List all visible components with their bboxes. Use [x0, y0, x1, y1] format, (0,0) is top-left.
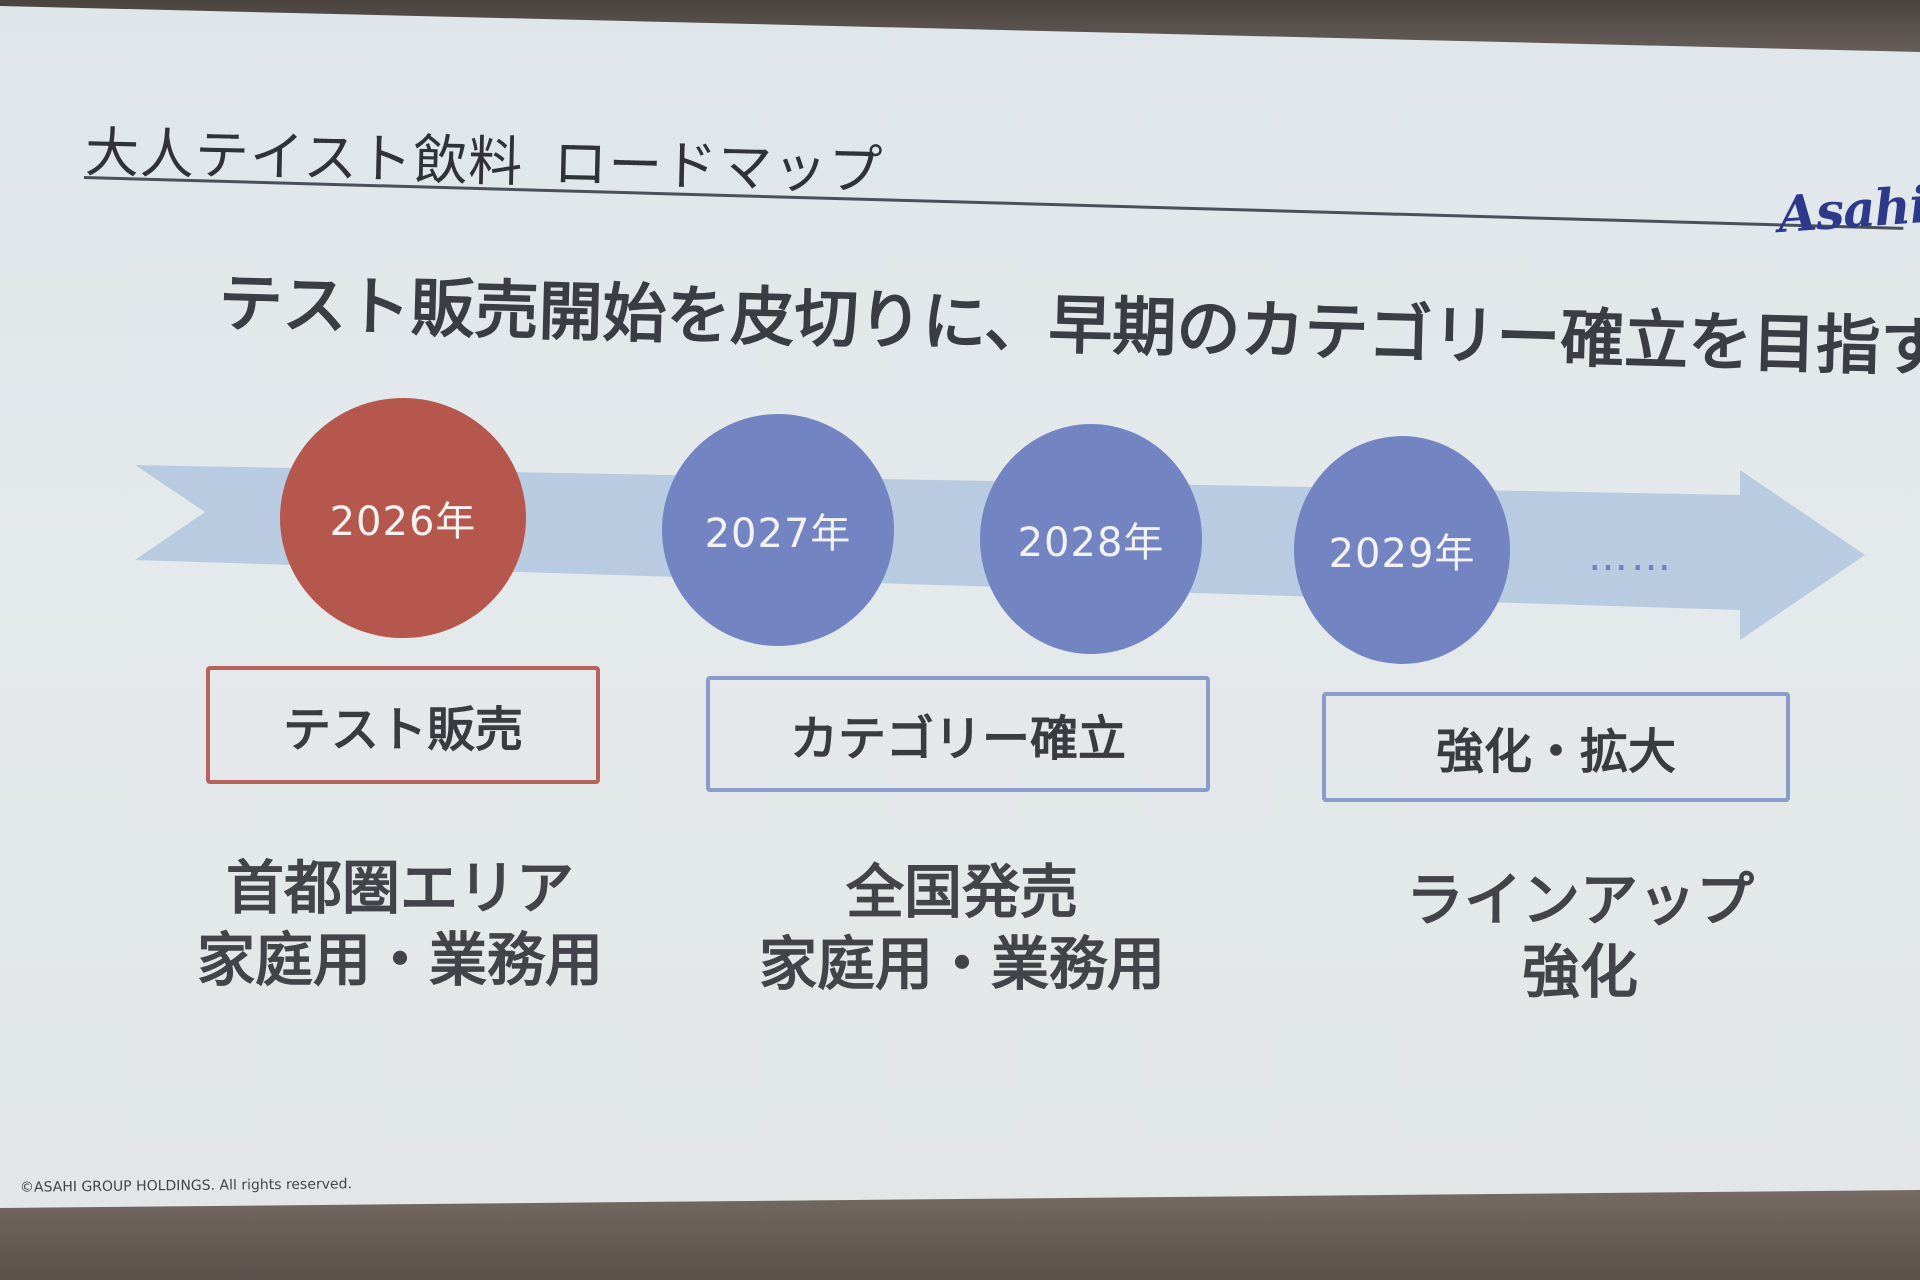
year-2026-circle: 2026年 [280, 398, 526, 638]
description-line: 全国発売 [845, 858, 1078, 926]
phase-test-sale: テスト販売 [206, 666, 600, 784]
phase-description-1: 首都圏エリア 家庭用・業務用 [180, 852, 620, 996]
year-2029-circle: 2029年 [1294, 436, 1510, 664]
year-2028-circle: 2028年 [980, 424, 1202, 654]
year-label: 2026年 [329, 499, 477, 545]
description-line: 家庭用・業務用 [196, 926, 603, 994]
year-label: 2027年 [704, 511, 852, 557]
year-2027-circle: 2027年 [662, 414, 894, 646]
description-line: 家庭用・業務用 [758, 930, 1165, 998]
phase-category-establishment: カテゴリー確立 [706, 676, 1210, 792]
phase-description-3: ラインアップ 強化 [1400, 864, 1760, 1008]
year-label: 2029年 [1328, 531, 1476, 577]
phase-strengthen-expand: 強化・拡大 [1322, 692, 1790, 802]
phase-description-2: 全国発売 家庭用・業務用 [752, 856, 1172, 1000]
timeline-continuation: …… [1588, 534, 1674, 580]
description-line: 強化 [1521, 938, 1638, 1006]
description-line: ラインアップ [1405, 866, 1754, 934]
year-label: 2028年 [1017, 520, 1165, 566]
description-line: 首都圏エリア [225, 854, 574, 922]
